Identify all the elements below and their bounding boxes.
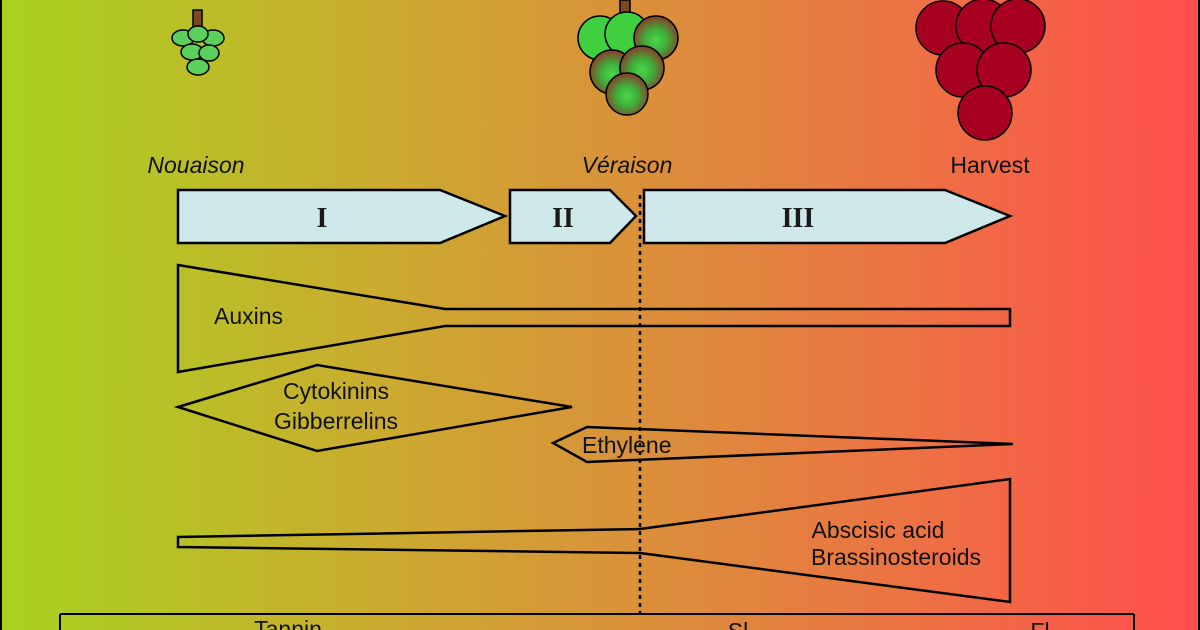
veraison-grape-cluster-icon bbox=[577, 0, 679, 116]
phase-arrow-ii: II bbox=[508, 188, 638, 245]
abscisic-brassinosteroids-wedge: Abscisic acid Brassinosteroids bbox=[176, 477, 1012, 604]
phase-label-ii: II bbox=[552, 203, 574, 234]
ethylene-label: Ethylene bbox=[582, 432, 672, 458]
stage-label-veraison: Véraison bbox=[582, 152, 673, 178]
abscisic-acid-label: Abscisic acid bbox=[812, 517, 945, 543]
ethylene-wedge: Ethylene bbox=[550, 425, 1014, 464]
bottom-label-sl: Sl bbox=[728, 618, 748, 630]
green-grape-cluster-icon bbox=[171, 9, 225, 76]
bottom-label-fl: Fl bbox=[1030, 618, 1049, 630]
phase-label-i: I bbox=[317, 203, 328, 234]
phase-arrow-iii: III bbox=[642, 188, 1014, 245]
phase-label-iii: III bbox=[782, 203, 815, 234]
brassinosteroids-label: Brassinosteroids bbox=[811, 544, 981, 570]
auxins-label: Auxins bbox=[214, 303, 283, 329]
bottom-compound-bar: Tannin Sl Fl bbox=[59, 613, 1135, 630]
auxins-wedge: Auxins bbox=[176, 263, 1012, 374]
phase-arrow-i: I bbox=[176, 188, 509, 245]
gibberellins-label: Gibberrelins bbox=[274, 408, 398, 434]
ripe-grape-cluster-icon bbox=[915, 0, 1046, 141]
cytokinins-gibberellins-diamond: Cytokinins Gibberrelins bbox=[173, 363, 573, 453]
stage-label-harvest: Harvest bbox=[950, 152, 1030, 178]
cytokinins-label: Cytokinins bbox=[283, 378, 389, 404]
stage-label-nouaison: Nouaison bbox=[147, 152, 244, 178]
bottom-label-tannin: Tannin bbox=[254, 616, 322, 630]
